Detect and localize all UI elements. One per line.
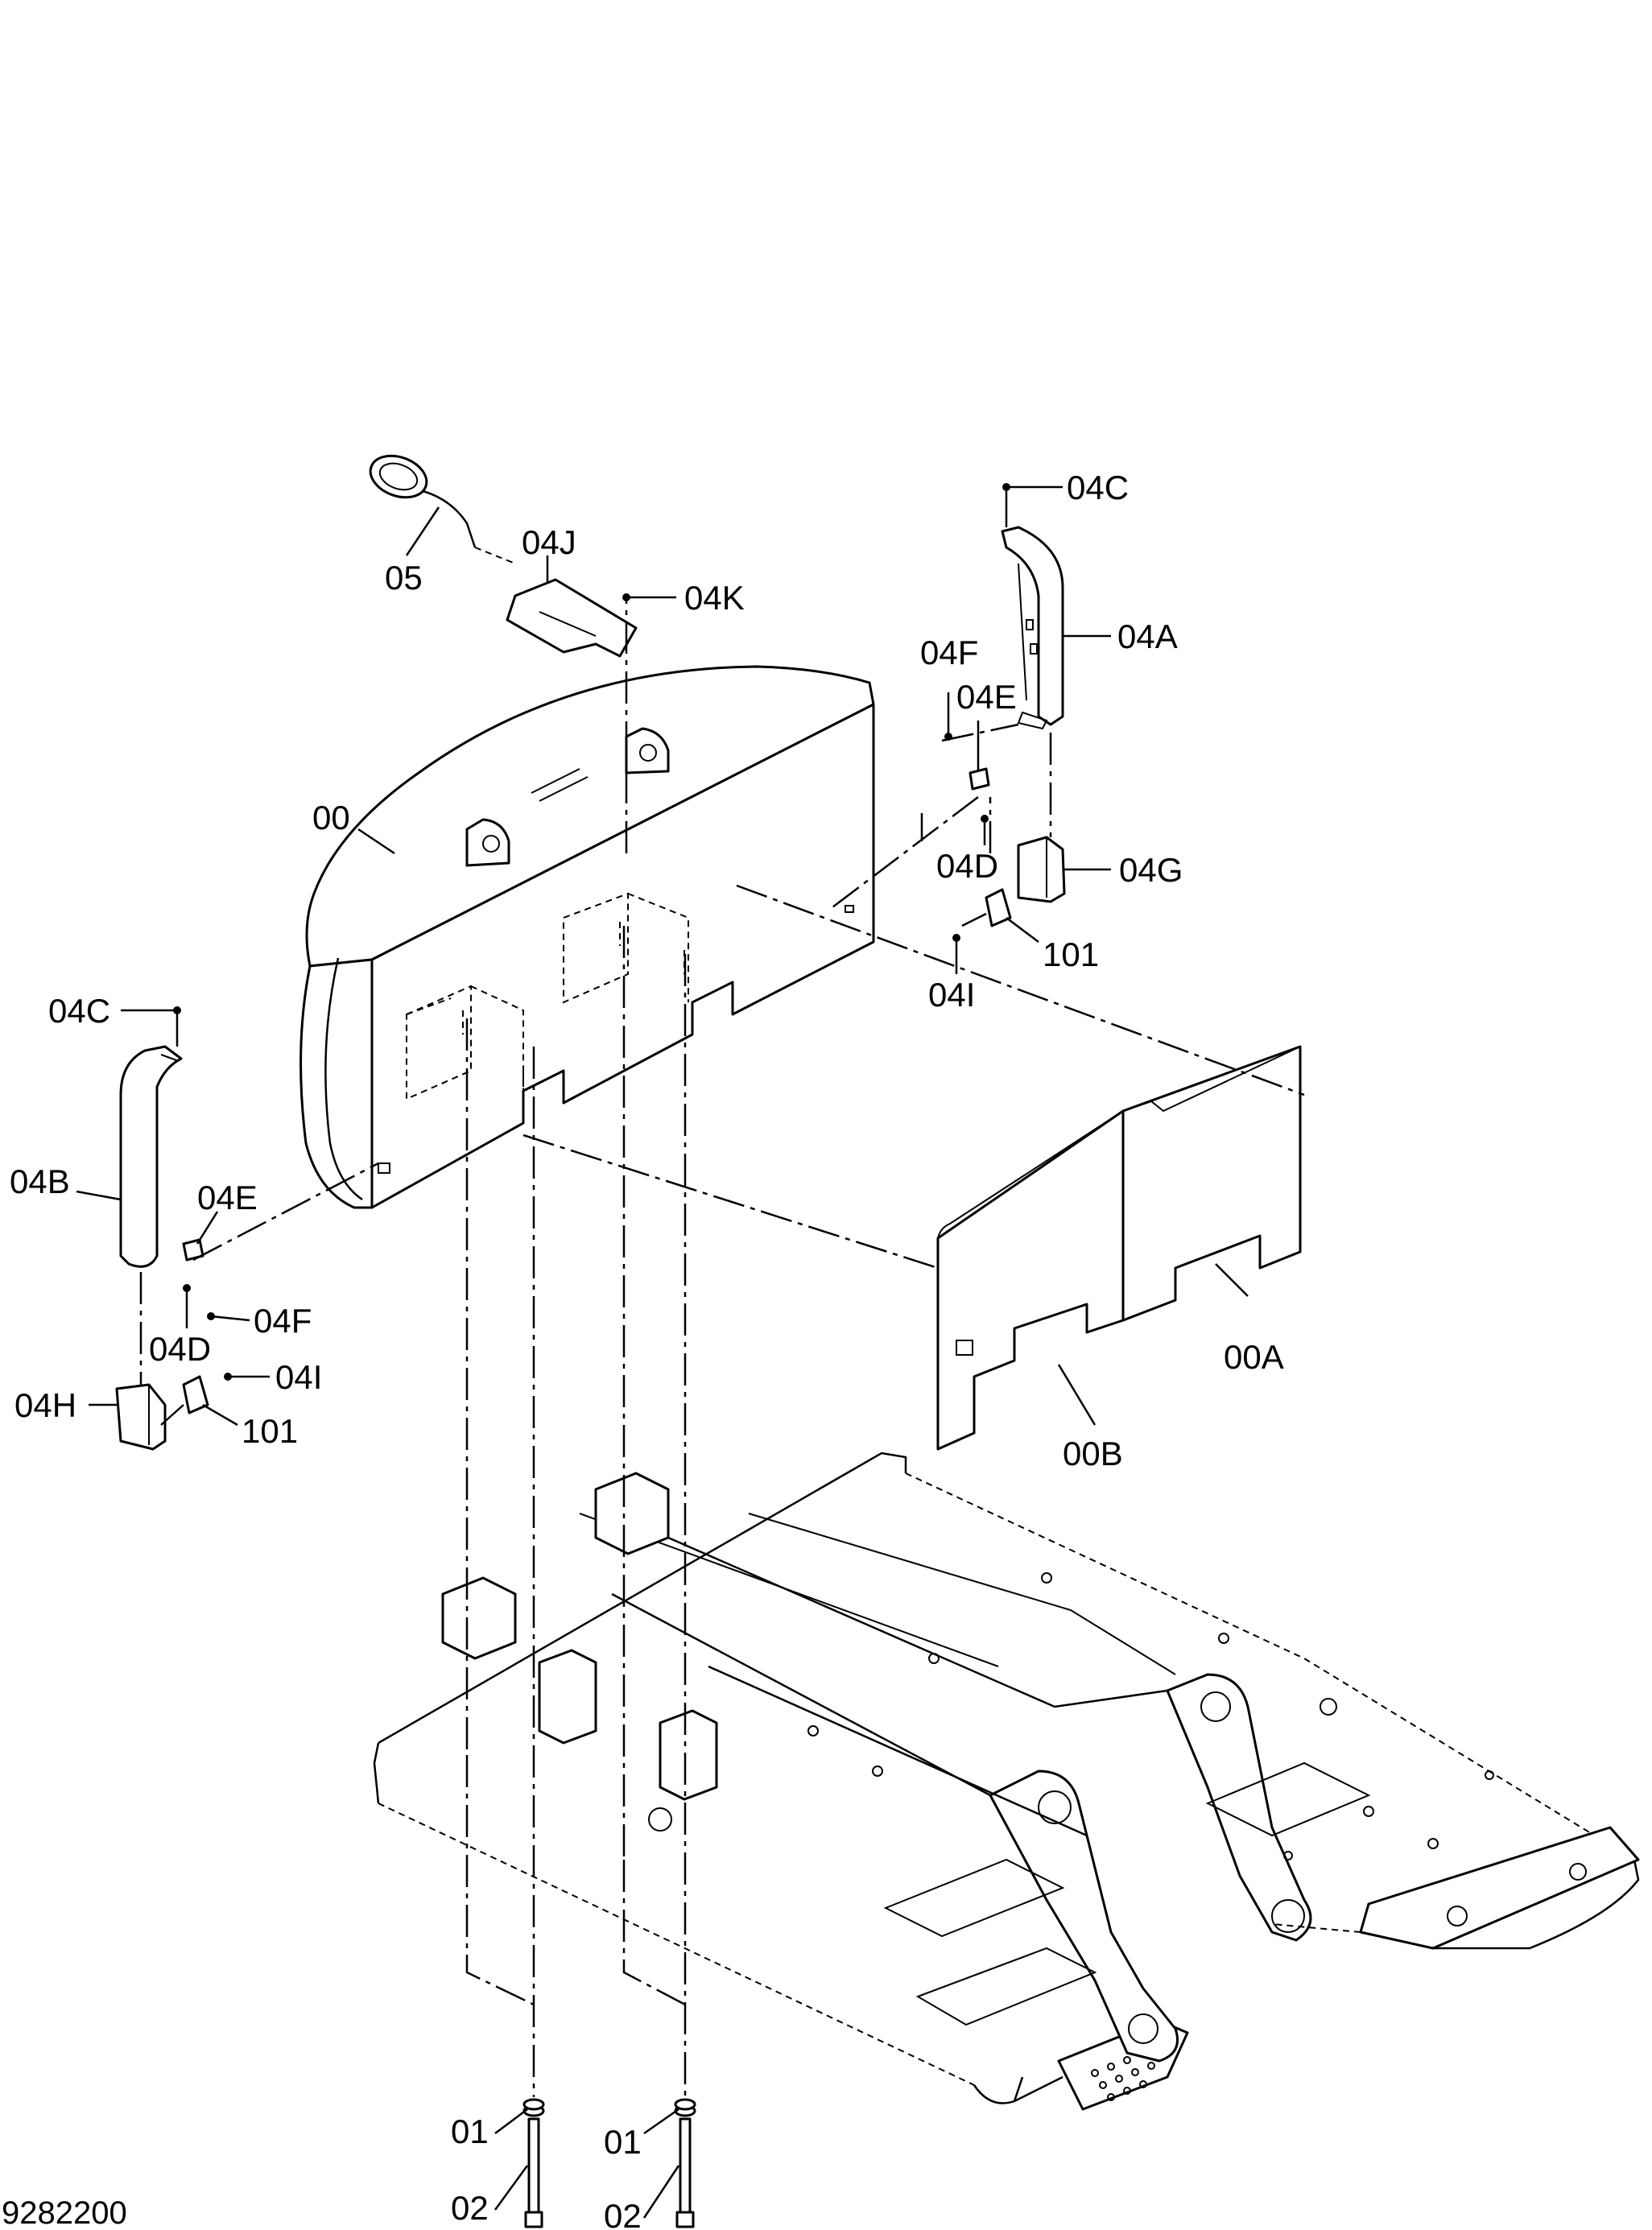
callout-04D-left: 04D xyxy=(149,1330,211,1368)
callout-00: 00 xyxy=(312,799,350,836)
callout-04G: 04G xyxy=(1119,851,1183,889)
callout-04E-left: 04E xyxy=(197,1179,258,1216)
part-02-bolt-left xyxy=(524,2117,543,2228)
callout-00A: 00A xyxy=(1224,1338,1284,1376)
callout-00B: 00B xyxy=(1063,1435,1123,1472)
callout-04C-left: 04C xyxy=(48,992,110,1030)
callout-02-left: 02 xyxy=(451,2189,489,2227)
callout-labels: 05 04J 04K 04C 04A 04F 04E 04D 04G 101 0… xyxy=(10,469,1284,2230)
revolving-frame xyxy=(373,1452,1640,2111)
callout-04B: 04B xyxy=(10,1162,70,1200)
callout-05: 05 xyxy=(385,559,423,597)
callout-04C-right: 04C xyxy=(1067,469,1129,506)
part-02-bolt-right xyxy=(675,2117,695,2228)
part-05-mirror xyxy=(369,454,516,564)
callout-04I-left: 04I xyxy=(275,1358,322,1396)
part-01-washer-right xyxy=(674,2098,696,2117)
callout-04A: 04A xyxy=(1117,617,1178,655)
part-101-plate-left xyxy=(182,1375,209,1414)
part-04A-handrail-right xyxy=(1001,526,1064,730)
drawing-number: 9282200 xyxy=(2,2195,127,2230)
callout-02-right: 02 xyxy=(604,2197,642,2230)
part-00-counterweight xyxy=(299,665,875,1209)
leader-lines xyxy=(76,483,1249,2219)
part-101-plate-right xyxy=(985,888,1012,927)
part-00B-cover xyxy=(936,1109,1125,1451)
part-04H-cover-left xyxy=(115,1383,167,1451)
callout-04I-right: 04I xyxy=(928,976,975,1014)
callout-101-right: 101 xyxy=(1043,935,1099,973)
callout-04F-right: 04F xyxy=(920,634,978,671)
part-04J-bracket-plate xyxy=(506,578,638,658)
callout-04H: 04H xyxy=(14,1386,76,1424)
callout-04D-right: 04D xyxy=(936,847,998,885)
part-00A-cover xyxy=(1121,1045,1302,1322)
callout-101-left: 101 xyxy=(242,1412,298,1450)
callout-04K: 04K xyxy=(684,579,745,617)
callout-04J: 04J xyxy=(522,523,576,561)
callout-01-right: 01 xyxy=(604,2123,642,2161)
callout-04E-right: 04E xyxy=(956,678,1017,716)
part-04E-bracket-right xyxy=(968,767,990,791)
part-04B-handrail-left xyxy=(119,1045,183,1268)
part-01-washer-left xyxy=(522,2098,545,2117)
assembly-centerlines xyxy=(139,597,1305,2097)
part-04G-cover-right xyxy=(1017,836,1066,903)
callout-01-left: 01 xyxy=(451,2112,489,2150)
callout-04F-left: 04F xyxy=(254,1302,312,1340)
